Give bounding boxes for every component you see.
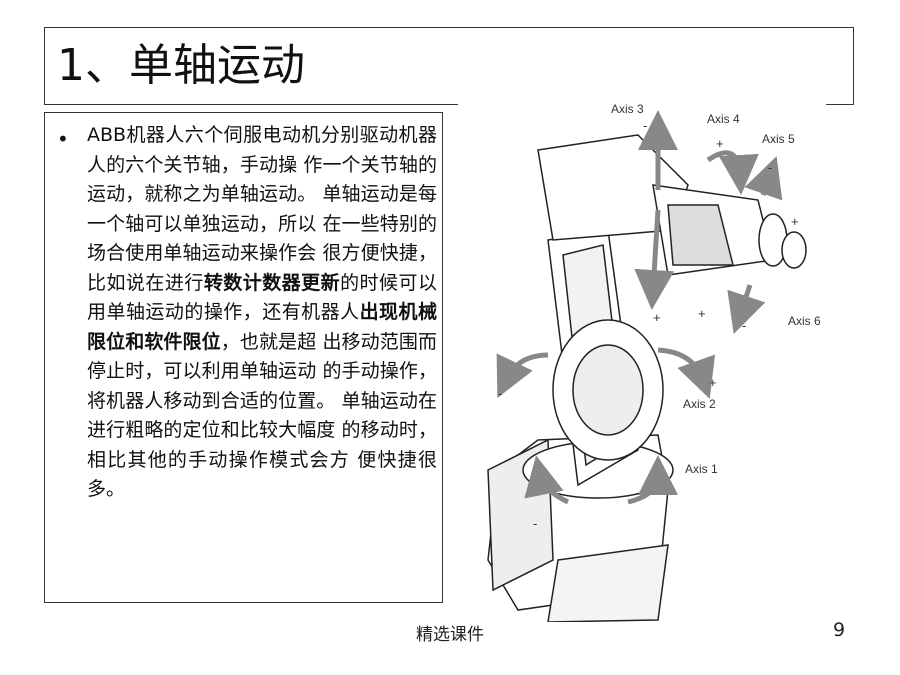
sign-axis4: + [716,136,724,151]
slide-title: 1、单轴运动 [57,40,305,91]
sign-axis2: + [709,375,717,390]
title-box: 1、单轴运动 [44,27,854,105]
robot-upper-arm [537,134,807,276]
robot-axes-figure: Axis 3 Axis 4 Axis 5 Axis 6 Axis 2 Axis … [458,90,826,623]
sign-axis5-b: + [698,306,706,321]
sign-axis3-b: + [653,310,661,325]
axis-3-label: Axis 3 [611,102,644,116]
text-segment: 的时候可以用单轴运动的操作，还有机器人 [87,271,437,324]
text-segment: ABB机器人六个伺服电动机分别驱动机器人的六个关节轴，手动操 作一个关节轴的运动… [87,124,437,294]
axis-6-label: Axis 6 [788,314,821,328]
axis-5-label: Axis 5 [762,132,795,146]
robot-diagram: Axis 3 Axis 4 Axis 5 Axis 6 Axis 2 Axis … [487,102,821,623]
page-number: 9 [833,619,846,641]
sign-axis2-b: - [498,386,502,401]
body-paragraph: ABB机器人六个伺服电动机分别驱动机器人的六个关节轴，手动操 作一个关节轴的运动… [87,121,437,505]
text-segment: ，也就是超 出移动范围而停止时，可以利用单轴运动 的手动操作，将机器人移动到合适… [87,330,437,501]
sign-axis6-b: - [742,318,746,333]
bold-term-revolution-counter: 转数计数器更新 [203,271,341,294]
axis-4-label: Axis 4 [707,112,740,126]
axis-1-label: Axis 1 [685,462,718,476]
sign-axis6: + [791,214,799,229]
robot-lower-arm [547,229,664,487]
sign-axis5: - [768,160,772,175]
bullet-marker: • [57,127,69,151]
bold-term-limits: 出现机械限位和软件限位 [87,301,437,353]
motion-arrows [496,110,783,505]
footer-text: 精选课件 [416,625,484,645]
sign-axis3: - [643,118,647,133]
sign-axis1: - [533,516,537,531]
text-box: • ABB机器人六个伺服电动机分别驱动机器人的六个关节轴，手动操 作一个关节轴的… [44,112,443,603]
axis-2-label: Axis 2 [683,397,716,411]
